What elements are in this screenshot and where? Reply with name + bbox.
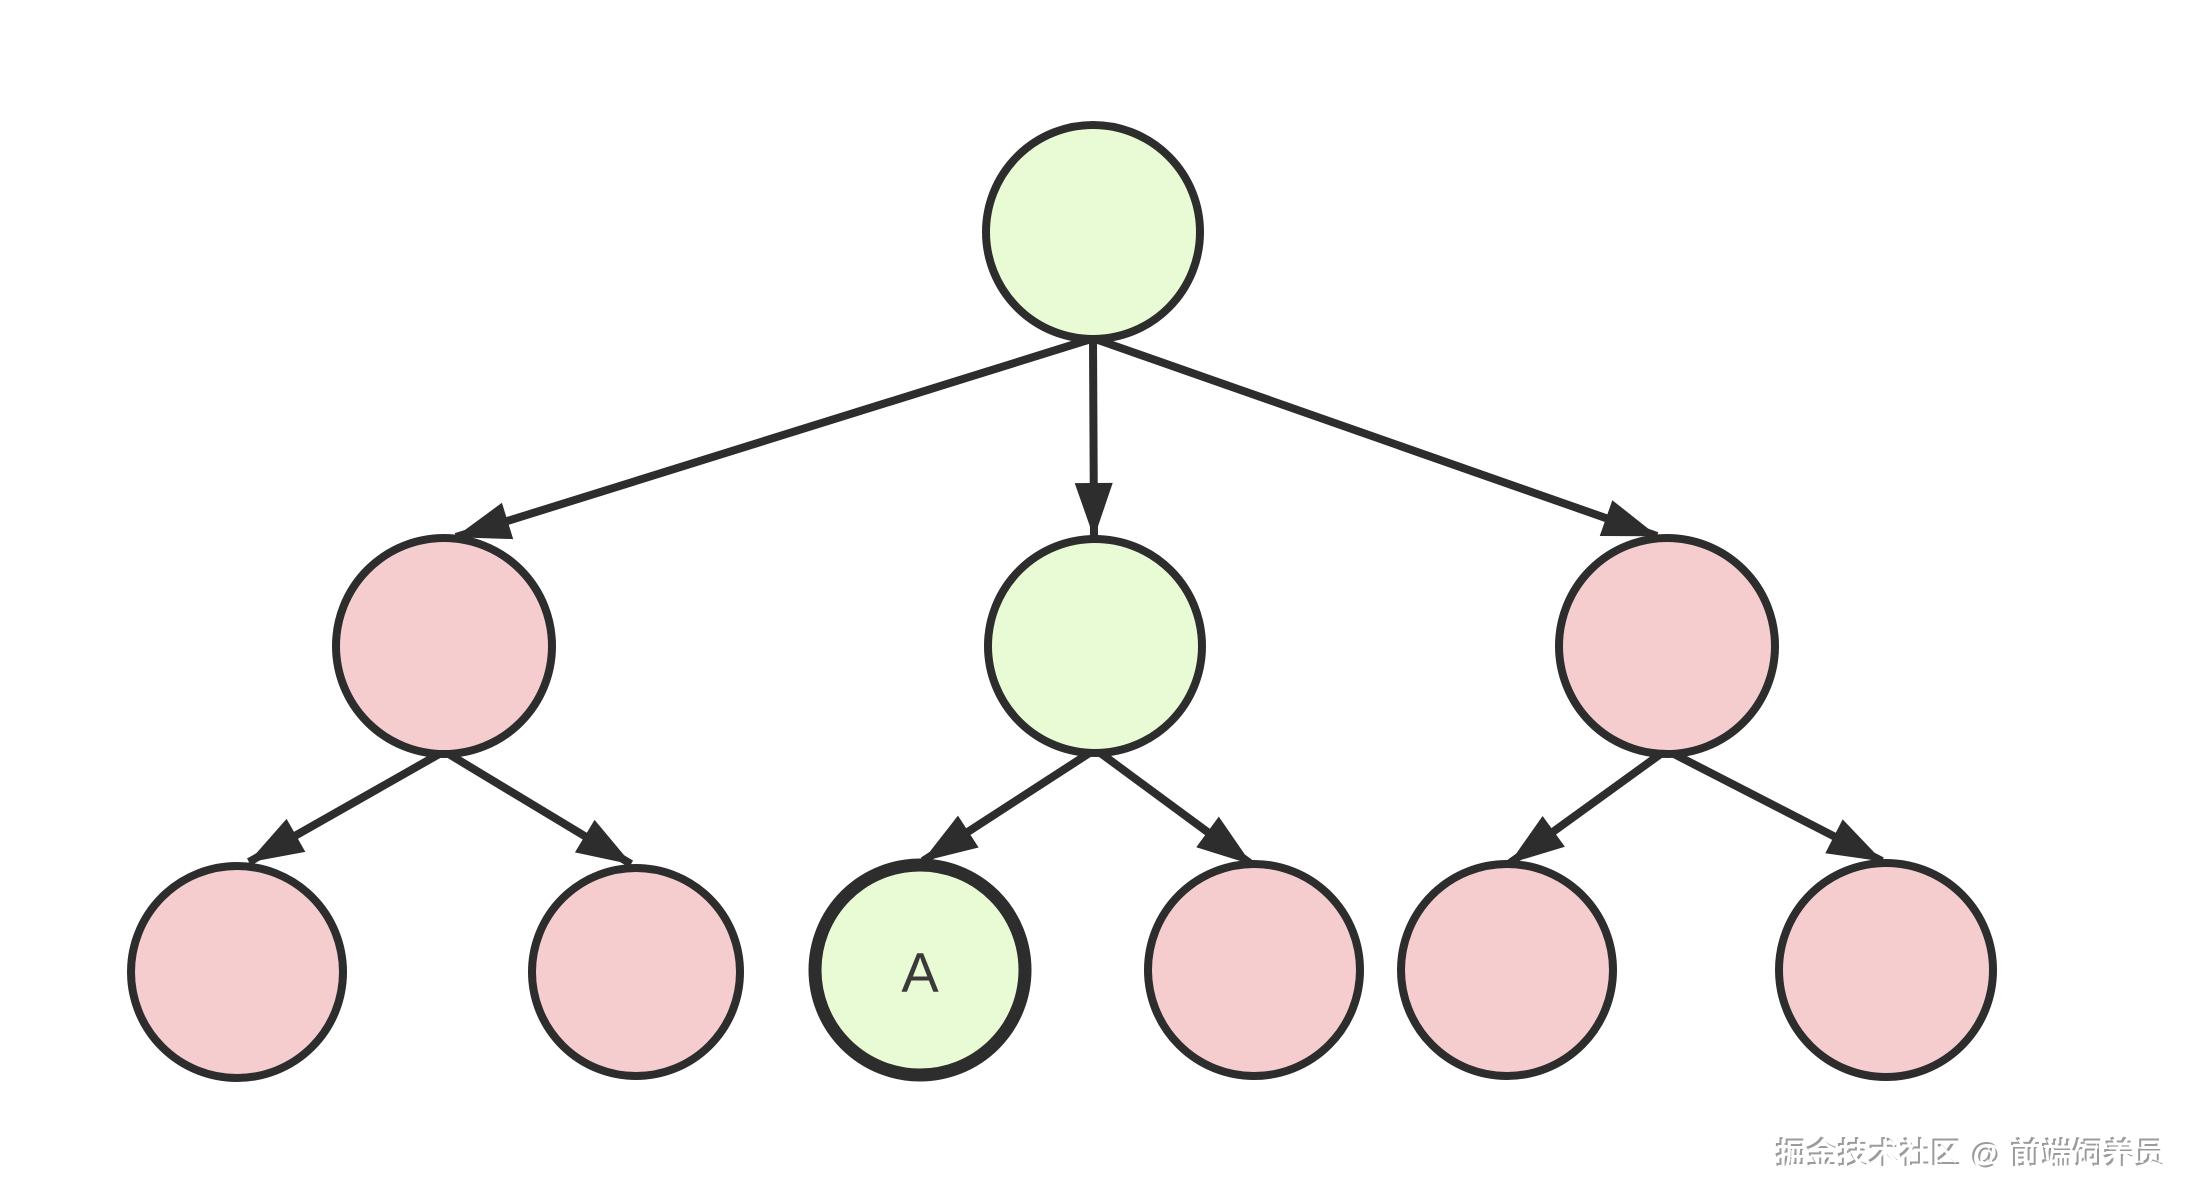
tree-edge-mid-center-to-leaf-a [920, 748, 1094, 865]
tree-node-leaf-6 [1775, 859, 1997, 1081]
tree-edge-root-to-mid-left [454, 336, 1090, 541]
watermark-text: 掘金技术社区 @ 前端饲养员 [1777, 1139, 2167, 1172]
tree-node-leaf-2 [528, 864, 744, 1080]
tree-node-leaf-4 [1144, 860, 1364, 1080]
node-label-leaf-a: A [901, 941, 939, 1004]
tree-node-mid-center [984, 535, 1206, 757]
node-circle-mid-right [1555, 534, 1779, 758]
tree-edge-root-to-mid-center [1074, 339, 1113, 538]
node-circle-mid-center [984, 535, 1206, 757]
tree-edge-mid-center-to-leaf-4 [1096, 748, 1254, 868]
node-circle-root [982, 121, 1204, 343]
tree-node-mid-left [332, 534, 556, 758]
tree-edge-mid-right-to-leaf-6 [1670, 749, 1884, 865]
tree-edge-mid-right-to-leaf-5 [1507, 749, 1665, 867]
node-circle-leaf-2 [528, 864, 744, 1080]
tree-edge-mid-left-to-leaf-2 [444, 749, 634, 868]
node-circle-leaf-a [808, 858, 1032, 1082]
tree-node-leaf-5 [1397, 860, 1617, 1080]
tree-node-leaf-1 [127, 862, 347, 1082]
node-circle-leaf-1 [127, 862, 347, 1082]
node-circle-leaf-6 [1775, 859, 1997, 1081]
tree-edge-root-to-mid-right [1096, 336, 1659, 540]
tree-node-mid-right [1555, 534, 1779, 758]
tree-node-leaf-a: A [808, 858, 1032, 1082]
tree-edge-mid-left-to-leaf-1 [247, 749, 443, 866]
node-circle-mid-left [332, 534, 556, 758]
tree-node-root [982, 121, 1204, 343]
node-circle-leaf-4 [1144, 860, 1364, 1080]
node-circle-leaf-5 [1397, 860, 1617, 1080]
